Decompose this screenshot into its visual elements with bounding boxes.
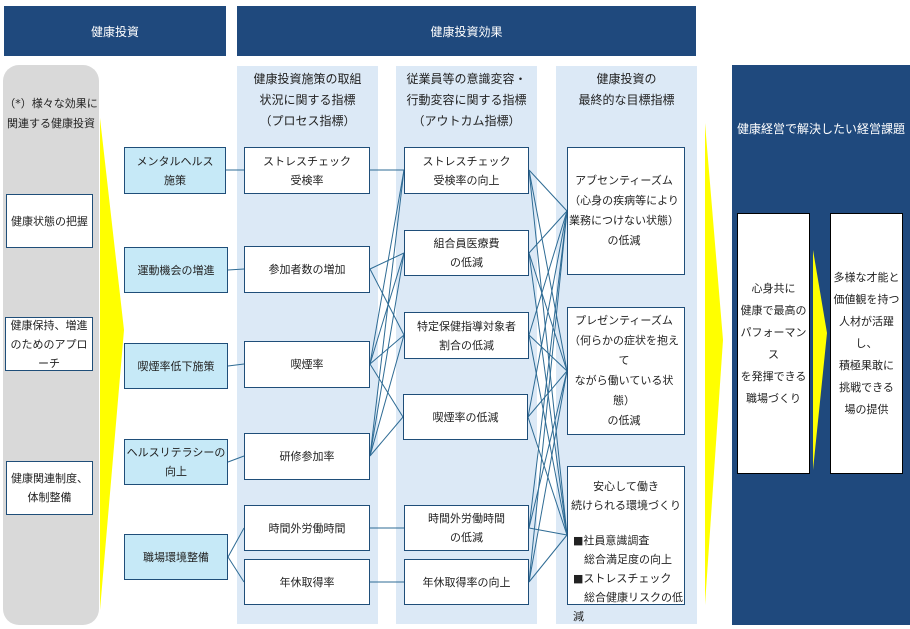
- connector-line: [369, 416, 404, 457]
- middle-yellow-arrow: [705, 123, 723, 605]
- final-environment: 安心して働き 続けられる環境づくり ■社員意識調査 総合満足度の向上 ■ストレス…: [567, 466, 685, 623]
- measure-exercise: 運動機会の増進: [124, 247, 228, 293]
- connector-line: [528, 169, 568, 212]
- management-panel-title: 健康経営で解決したい経営課題: [736, 122, 905, 136]
- management-goal-workplace: 心身共に 健康で最高の パフォーマンス を発揮できる 職場づくり: [737, 213, 810, 474]
- connector-line: [369, 334, 405, 457]
- connector-line: [369, 252, 405, 270]
- process-item: 年休取得率: [244, 559, 370, 605]
- measure-mental-health: メンタルヘルス 施策: [124, 147, 226, 194]
- process-item: ストレスチェック 受検率: [244, 147, 370, 194]
- connector-line: [527, 210, 568, 418]
- connector-line: [227, 527, 245, 558]
- final-environment-title: 安心して働き 続けられる環境づくり: [571, 480, 681, 512]
- header-investment-label: 健康投資: [90, 24, 139, 39]
- connector-line: [369, 334, 405, 365]
- final-presenteeism: プレゼンティーズム （何らかの症状を抱えて ながら働いている状態） の低減: [567, 307, 685, 435]
- connector-line: [369, 169, 405, 365]
- outcome-item: 年休取得率の向上: [404, 559, 529, 605]
- connector-line: [227, 556, 245, 583]
- connector-line: [528, 370, 568, 583]
- connector-line: [527, 370, 568, 418]
- final-environment-bullet: ■ストレスチェック 総合健康リスクの低減: [573, 572, 683, 623]
- connector-line: [227, 455, 245, 463]
- header-effects: 健康投資効果: [237, 6, 696, 56]
- connector-line: [528, 370, 568, 529]
- final-environment-bullet: ■社員意識調査 総合満足度の向上: [573, 534, 672, 566]
- connector-line: [528, 169, 568, 372]
- final-absenteeism: アブセンティーズム （心身の疾病等により 業務につけない状態） の低減: [567, 147, 685, 275]
- outcome-item: 喫煙率の低減: [403, 394, 528, 440]
- connector-line: [227, 363, 245, 367]
- final-column-title: 健康投資の 最終的な目標指標: [578, 72, 675, 107]
- left-yellow-arrow: [100, 118, 124, 610]
- connector-line: [528, 210, 568, 583]
- left-panel-title: （*）様々な効果に 関連する健康投資: [4, 97, 98, 130]
- left-item-health-status: 健康状態の把握: [6, 194, 93, 248]
- left-item-system: 健康関連制度、 体制整備: [6, 461, 93, 515]
- management-yellow-arrow: [813, 250, 827, 470]
- outcome-item: 時間外労働時間 の低減: [404, 505, 529, 551]
- header-investment: 健康投資: [4, 6, 226, 56]
- measure-smoking: 喫煙率低下施策: [124, 343, 228, 389]
- connector-line: [528, 210, 568, 254]
- outcome-column-title: 従業員等の意識変容・ 行動変容に関する指標 （アウトカム指標）: [406, 72, 527, 128]
- left-item-health-approach: 健康保持、増進 のためのアプローチ: [5, 317, 93, 371]
- process-item: 時間外労働時間: [244, 505, 370, 551]
- outcome-item: 特定保健指導対象者 割合の低減: [404, 312, 529, 359]
- connector-line: [528, 527, 568, 536]
- header-effects-label: 健康投資効果: [430, 24, 503, 39]
- connector-line: [528, 334, 568, 536]
- connector-line: [527, 416, 568, 536]
- connector-line: [528, 210, 568, 529]
- connector-line: [528, 334, 568, 372]
- connector-line: [369, 252, 405, 457]
- process-item: 喫煙率: [244, 341, 370, 388]
- outcome-item: ストレスチェック 受検率の向上: [404, 147, 529, 194]
- connector-line: [528, 534, 568, 583]
- connector-line: [227, 268, 245, 271]
- connector-line: [369, 268, 405, 336]
- connector-line: [369, 252, 405, 365]
- outcome-item: 組合員医療費 の低減: [404, 230, 529, 276]
- process-column-title: 健康投資施策の取組 状況に関する指標 （プロセス指標）: [253, 72, 362, 128]
- measure-health-literacy: ヘルスリテラシーの 向上: [124, 439, 228, 485]
- connector-line: [528, 210, 568, 336]
- management-goal-talent: 多様な才能と 価値観を持つ 人材が活躍し、 積極果敢に 挑戦できる 場の提供: [830, 213, 903, 474]
- connector-line: [369, 169, 405, 457]
- process-item: 参加者数の増加: [244, 246, 370, 293]
- connector-line: [369, 363, 404, 418]
- measure-workplace: 職場環境整備: [124, 534, 228, 580]
- process-item: 研修参加率: [244, 433, 370, 480]
